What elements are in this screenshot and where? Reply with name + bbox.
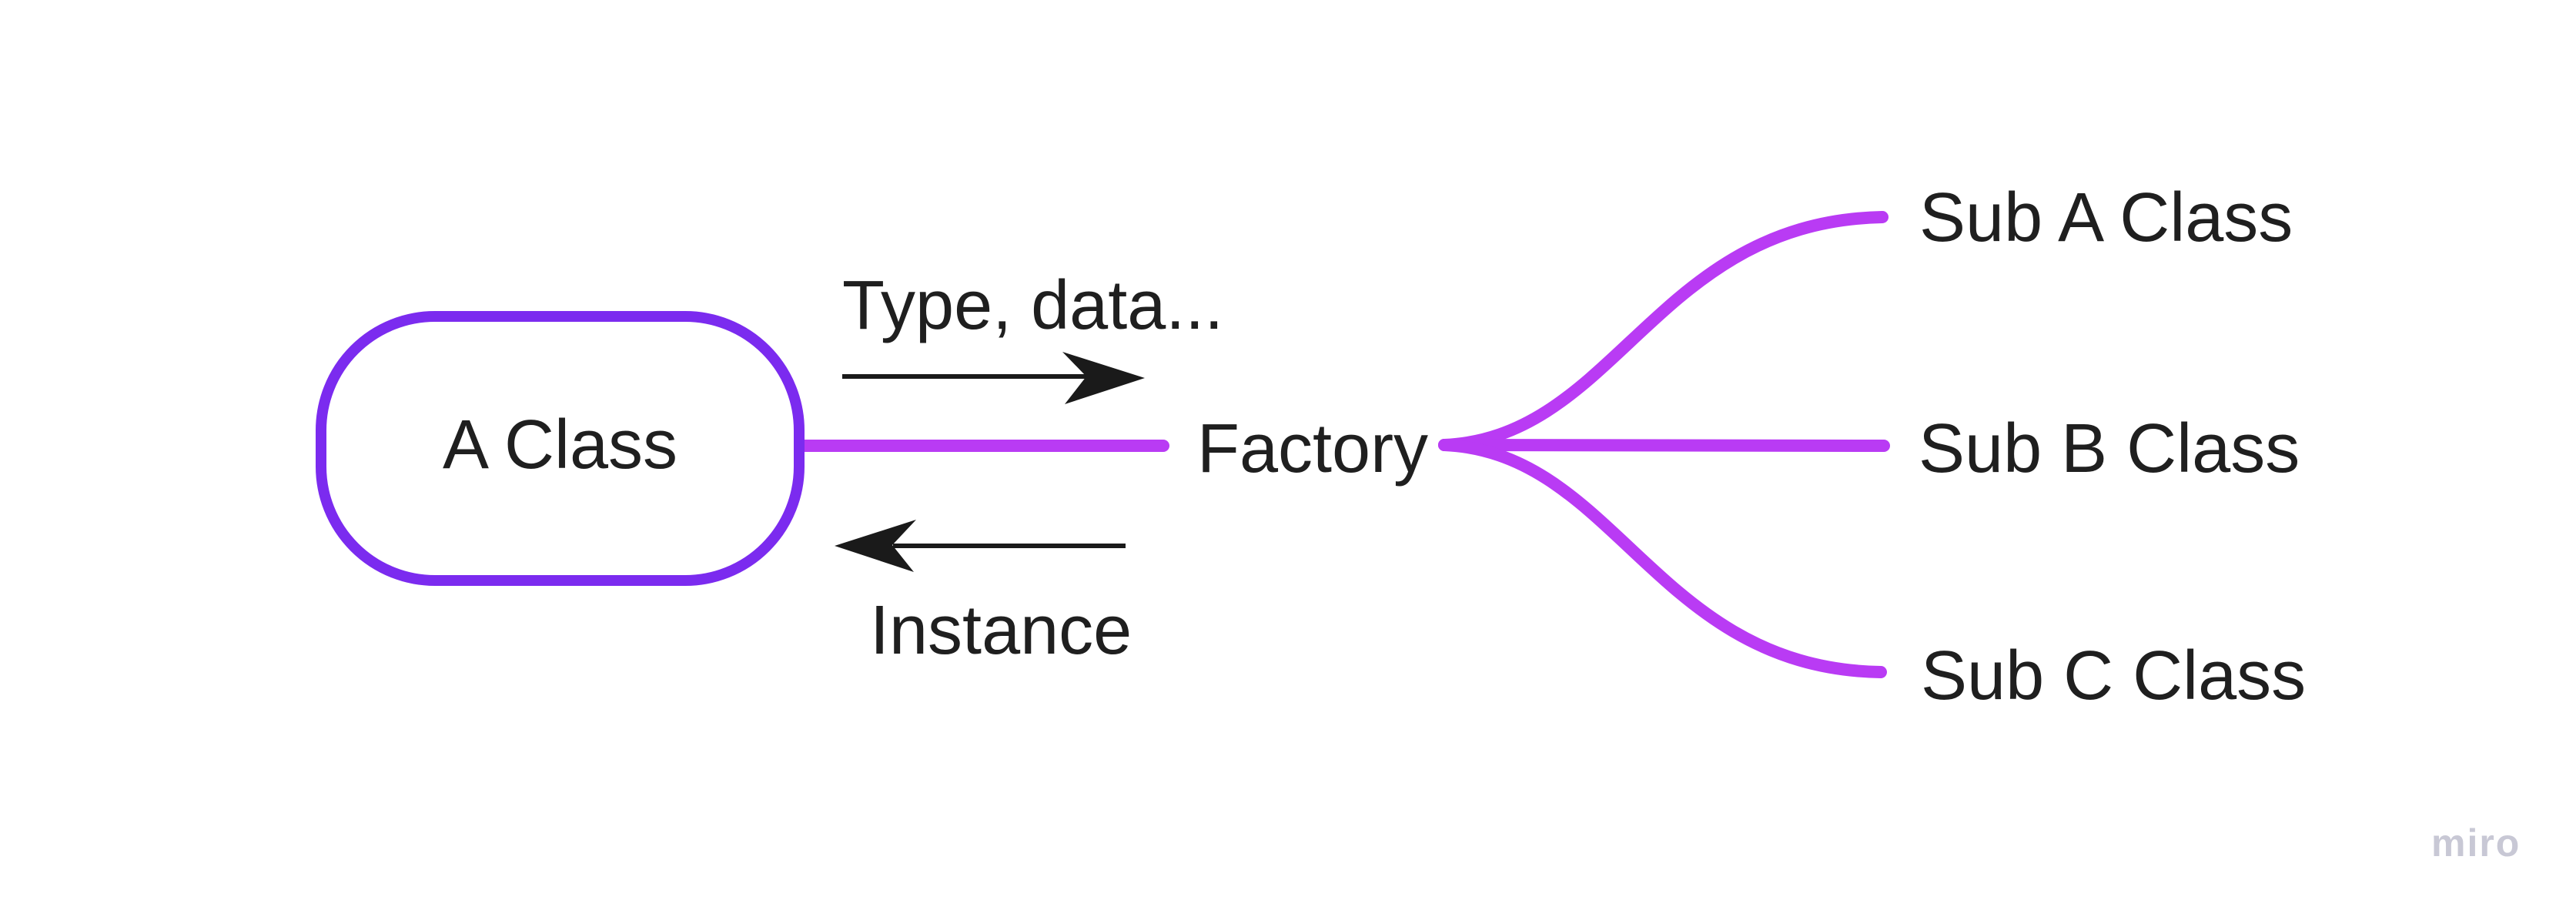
node-factory-label[interactable]: Factory	[1197, 410, 1429, 487]
node-sub-a-class-label[interactable]: Sub A Class	[1919, 179, 2293, 256]
connector-factory-to-sub-b[interactable]	[1438, 439, 1890, 452]
connector-factory-to-sub-c[interactable]	[1438, 439, 1887, 678]
flow-label-type-data[interactable]: Type, data...	[842, 267, 1224, 344]
right-arrow-icon[interactable]	[842, 352, 1145, 404]
node-a-class[interactable]: A Class	[316, 311, 805, 586]
flow-label-instance[interactable]: Instance	[870, 592, 1132, 669]
right-arrow-head	[1062, 352, 1145, 404]
node-a-class-label: A Class	[442, 406, 678, 483]
connector-factory-to-sub-a[interactable]	[1438, 211, 1889, 451]
node-sub-b-class-label[interactable]: Sub B Class	[1919, 410, 2300, 487]
left-arrow-head	[835, 520, 916, 572]
left-arrow-icon[interactable]	[835, 520, 1126, 572]
miro-watermark-logo: miro	[2431, 821, 2521, 865]
node-sub-c-class-label[interactable]: Sub C Class	[1921, 637, 2307, 714]
